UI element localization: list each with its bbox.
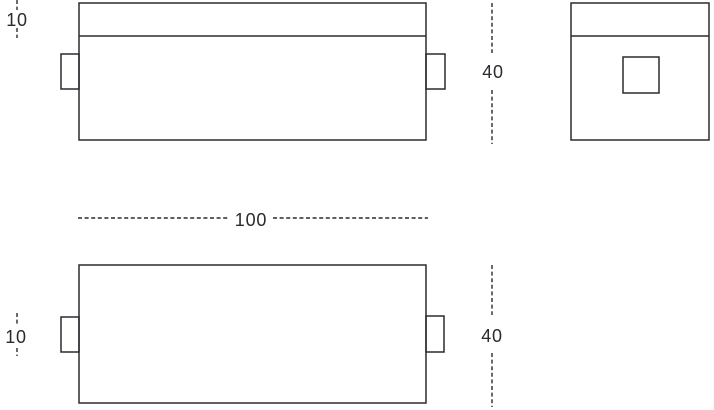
end-view-inner-square [622, 56, 660, 94]
dimension-label-10-bottom: 10 [5, 327, 27, 347]
drawing-linework [60, 2, 710, 404]
dimension-lines [16, 0, 493, 407]
end-view [570, 2, 710, 141]
front-view [60, 264, 445, 404]
end-view-outline [570, 2, 710, 141]
top-view-outline [78, 2, 427, 141]
dimension-label-40-bottom: 40 [481, 326, 503, 346]
top-view-right-tab [425, 53, 446, 90]
dimension-label-40-top: 40 [482, 62, 504, 82]
top-view-left-tab [60, 53, 80, 90]
dimension-label-100: 100 [235, 210, 267, 230]
front-view-right-tab [425, 315, 445, 353]
dimension-label-10-top: 10 [6, 10, 28, 30]
front-view-outline [78, 264, 427, 404]
front-view-left-tab [60, 316, 80, 353]
dimension-labels: 10 40 100 10 40 [5, 10, 504, 347]
top-view [60, 2, 446, 141]
